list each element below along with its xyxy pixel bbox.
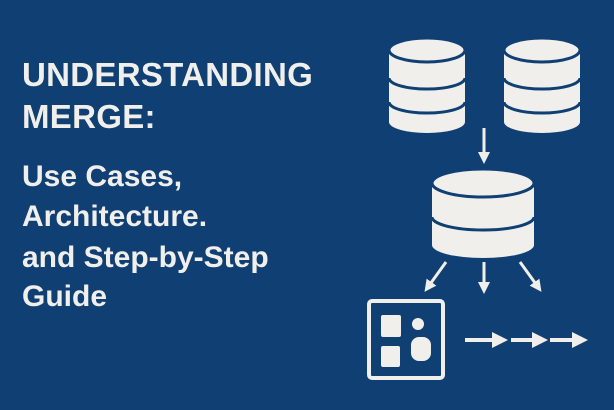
- database-icon-merged: [430, 167, 536, 258]
- database-icon-source-2: [502, 36, 582, 133]
- database-icon-source-1: [387, 36, 467, 133]
- subtitle-line-2: Architecture.: [22, 200, 208, 233]
- dashboard-box-icon: [367, 299, 445, 380]
- title-line-2: MERGE:: [22, 98, 156, 135]
- subtitle-line-1: Use Cases,: [22, 160, 183, 193]
- title-line-1: UNDERSTANDING: [22, 56, 314, 93]
- subtitle-line-3: and Step-by-Step: [22, 241, 269, 274]
- arrow-split-icons: [424, 261, 542, 294]
- subtitle-line-4: Guide: [22, 280, 108, 313]
